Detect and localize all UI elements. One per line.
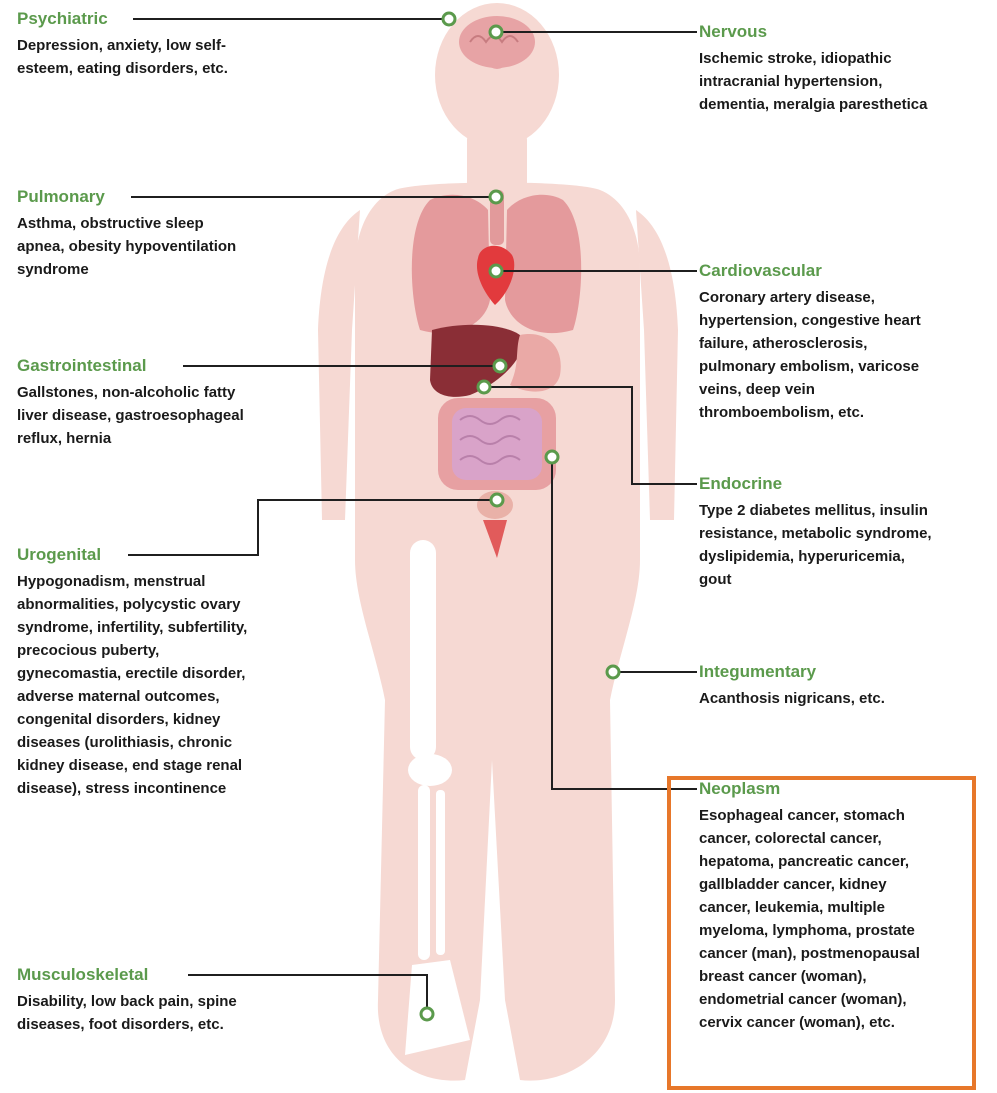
endocrine-desc: Type 2 diabetes mellitus, insulin resist… <box>699 499 932 591</box>
psychiatric-heading: Psychiatric <box>17 9 228 29</box>
neoplasm-heading: Neoplasm <box>699 779 920 799</box>
urogenital-desc: Hypogonadism, menstrual abnormalities, p… <box>17 570 247 800</box>
gastrointestinal-block: Gastrointestinal Gallstones, non-alcohol… <box>17 356 244 450</box>
nervous-desc: Ischemic stroke, idiopathic intracranial… <box>699 47 927 116</box>
pulmonary-heading: Pulmonary <box>17 187 236 207</box>
neoplasm-dot <box>546 451 558 463</box>
pulmonary-desc: Asthma, obstructive sleep apnea, obesity… <box>17 212 236 281</box>
nervous-heading: Nervous <box>699 22 927 42</box>
cardiovascular-desc: Coronary artery disease, hypertension, c… <box>699 286 921 424</box>
endocrine-block: Endocrine Type 2 diabetes mellitus, insu… <box>699 474 932 591</box>
musculoskeletal-dot <box>421 1008 433 1020</box>
musculoskeletal-block: Musculoskeletal Disability, low back pai… <box>17 965 237 1036</box>
integumentary-desc: Acanthosis nigricans, etc. <box>699 687 885 710</box>
integumentary-block: Integumentary Acanthosis nigricans, etc. <box>699 662 885 710</box>
cardiovascular-heading: Cardiovascular <box>699 261 921 281</box>
psychiatric-block: Psychiatric Depression, anxiety, low sel… <box>17 9 228 80</box>
neoplasm-desc: Esophageal cancer, stomach cancer, color… <box>699 804 920 1034</box>
integumentary-heading: Integumentary <box>699 662 885 682</box>
musculoskeletal-heading: Musculoskeletal <box>17 965 237 985</box>
pulmonary-block: Pulmonary Asthma, obstructive sleep apne… <box>17 187 236 281</box>
nervous-dot <box>490 26 502 38</box>
integumentary-dot <box>607 666 619 678</box>
psychiatric-dot <box>443 13 455 25</box>
gastrointestinal-heading: Gastrointestinal <box>17 356 244 376</box>
cardiovascular-block: Cardiovascular Coronary artery disease, … <box>699 261 921 424</box>
urogenital-block: Urogenital Hypogonadism, menstrual abnor… <box>17 545 247 800</box>
musculoskeletal-desc: Disability, low back pain, spine disease… <box>17 990 237 1036</box>
nervous-block: Nervous Ischemic stroke, idiopathic intr… <box>699 22 927 116</box>
psychiatric-desc: Depression, anxiety, low self- esteem, e… <box>17 34 228 80</box>
pulmonary-dot <box>490 191 502 203</box>
neoplasm-block: Neoplasm Esophageal cancer, stomach canc… <box>699 779 920 1034</box>
cardiovascular-dot <box>490 265 502 277</box>
urogenital-dot <box>491 494 503 506</box>
intestines <box>438 398 556 490</box>
gastrointestinal-desc: Gallstones, non-alcoholic fatty liver di… <box>17 381 244 450</box>
endocrine-heading: Endocrine <box>699 474 932 494</box>
gastrointestinal-dot <box>494 360 506 372</box>
urogenital-heading: Urogenital <box>17 545 247 565</box>
endocrine-dot <box>478 381 490 393</box>
